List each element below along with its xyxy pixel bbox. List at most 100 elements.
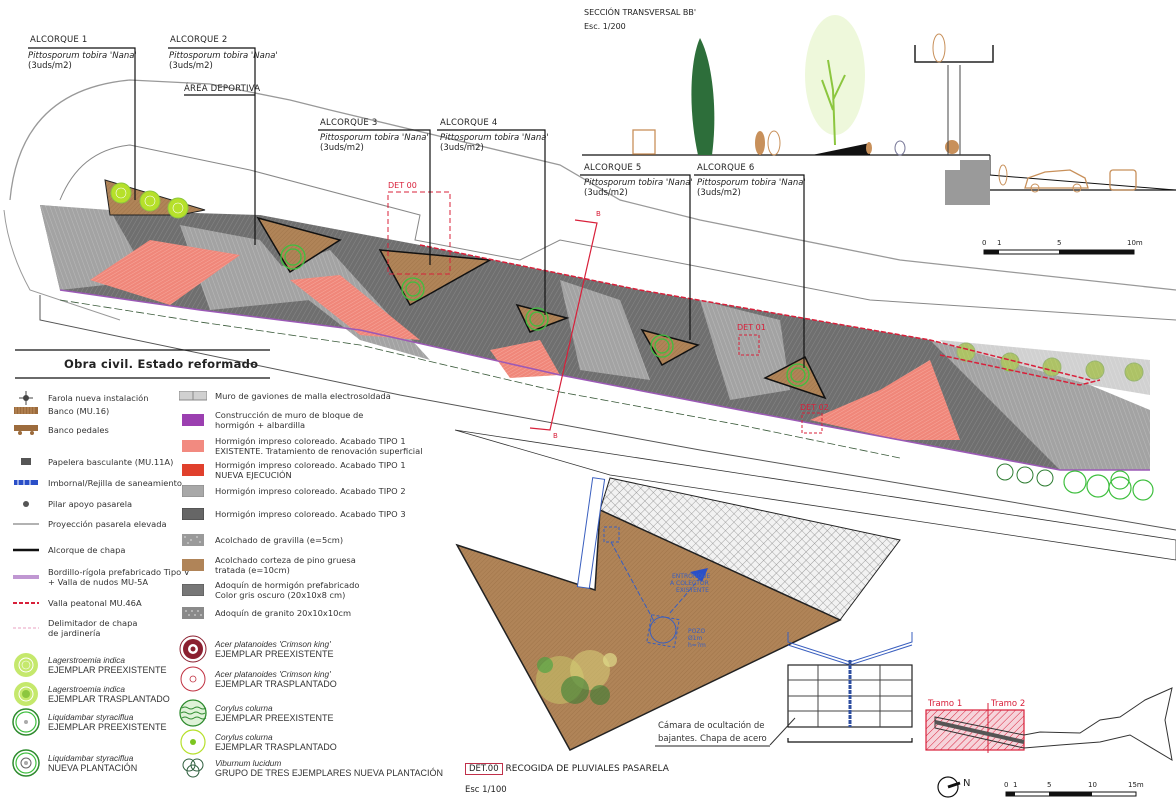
- legend-label: Hormigón impreso coloreado. Acabado TIPO…: [215, 436, 423, 456]
- pedal-bench-icon: [12, 425, 40, 435]
- pedestrian-fence: [419, 244, 1091, 381]
- trees-liquidambar-lower: [1063, 470, 1154, 501]
- detail-tag: DET.00: [465, 763, 503, 775]
- legend-item-left-7: Alcorque de chapa: [12, 545, 125, 555]
- callout-alcorque-5-title: ALCORQUE 5: [584, 163, 642, 173]
- svg-text:bajantes. Chapa de acero: bajantes. Chapa de acero: [658, 734, 767, 744]
- det-01-box: [738, 334, 760, 356]
- legend-item-left-0: Farola nueva instalación: [12, 390, 149, 406]
- detail-drawing: ENTRONQUE A COLECTOR EXISTENTE POZO Ø1m …: [454, 429, 1176, 751]
- cypress-tree: [691, 38, 715, 155]
- callout-alcorque-1-title: ALCORQUE 1: [30, 35, 88, 45]
- streetlight-icon: [12, 390, 40, 406]
- granite-paver-swatch-icon: [179, 607, 207, 619]
- kerb-line: [59, 289, 1150, 471]
- car-side: [1024, 169, 1089, 189]
- callout-alcorque-4-species: Pittosporum tobira 'Nana': [440, 133, 549, 143]
- legend-label: Pilar apoyo pasarela: [48, 499, 133, 509]
- section-title: SECCIÓN TRANSVERSAL BB': [584, 8, 697, 17]
- callout-alcorque-4-density: (3uds/m2): [440, 143, 484, 153]
- liquidambar-existing-icon: [12, 708, 40, 736]
- trees-liquidambar: [280, 244, 810, 387]
- svg-text:Ø1m: Ø1m: [688, 635, 703, 642]
- svg-text:B: B: [553, 432, 558, 440]
- legend-label: Banco pedales: [48, 425, 109, 435]
- lagerstroemia-transplanted-icon: [12, 681, 40, 707]
- concrete-type3-swatch-icon: [179, 508, 207, 520]
- concrete-type1-existing-swatch-icon: [179, 440, 207, 452]
- legend-item-right-6: Acolchado de gravilla (e=5cm): [179, 534, 343, 546]
- det-00-label: DET 00: [388, 181, 417, 190]
- callout-leaders: [28, 47, 805, 368]
- legend-item-left-2: Banco pedales: [12, 425, 109, 435]
- callout-alcorque-5-density: (3uds/m2): [584, 188, 628, 198]
- svg-text:B: B: [596, 210, 601, 218]
- legend-item-left-9: Valla peatonal MU.46A: [12, 598, 142, 608]
- legend-item-left-1: Banco (MU.16): [12, 406, 109, 416]
- tree-pit-line-icon: [12, 548, 40, 552]
- legend-label: Valla peatonal MU.46A: [48, 598, 142, 608]
- legend-label: Acer platanoides 'Crimson king'EJEMPLAR …: [215, 639, 334, 659]
- callout-area-deportiva: ÁREA DEPORTIVA: [184, 84, 261, 94]
- tramo-2-label: Tramo 2: [991, 699, 1026, 709]
- legend-label: Acolchado de gravilla (e=5cm): [215, 535, 344, 545]
- legend-label: Hormigón impreso coloreado. Acabado TIPO…: [215, 509, 406, 519]
- svg-text:A COLECTOR: A COLECTOR: [670, 580, 709, 587]
- section-scale-tick: 1: [997, 239, 1002, 247]
- legend-item-left-4: Imbornal/Rejilla de saneamiento: [12, 478, 182, 488]
- detail-title: RECOGIDA DE PLUVIALES PASARELA: [505, 764, 669, 774]
- svg-text:ENTRONQUE: ENTRONQUE: [672, 573, 710, 580]
- legend-item-right-2: Hormigón impreso coloreado. Acabado TIPO…: [179, 436, 423, 456]
- callout-alcorque-2-species: Pittosporum tobira 'Nana': [169, 51, 278, 61]
- legend-label: Adoquín de granito 20x10x10cm: [215, 608, 352, 618]
- section-scale-tick: 0: [982, 239, 987, 247]
- tramo-1-label: Tramo 1: [928, 699, 963, 709]
- key-plan: [925, 687, 1173, 761]
- section-scale-tick: 5: [1057, 239, 1062, 247]
- det-02-label: DET 02: [800, 403, 829, 412]
- key-scale-tick: 15m: [1128, 781, 1144, 789]
- legend-label: Imbornal/Rejilla de saneamiento: [48, 478, 182, 488]
- callout-alcorque-6-title: ALCORQUE 6: [697, 163, 755, 173]
- section-line-b: [529, 219, 598, 431]
- bin-icon: [12, 458, 40, 466]
- key-scale-tick: 5: [1047, 781, 1052, 789]
- legend-label: Hormigón impreso coloreado. Acabado TIPO…: [215, 460, 406, 480]
- legend-label: Hormigón impreso coloreado. Acabado TIPO…: [215, 486, 406, 496]
- cross-section: [582, 15, 1176, 255]
- legend-item-left-8: Bordillo-rígola prefabricado Tipo V+ Val…: [12, 567, 190, 587]
- detail-caption: DET.00 RECOGIDA DE PLUVIALES PASARELA: [465, 763, 669, 775]
- car-rear: [1109, 169, 1137, 191]
- block-wall-swatch-icon: [179, 414, 207, 426]
- concrete-type1-new-swatch-icon: [179, 464, 207, 476]
- concrete-type2-swatch-icon: [179, 485, 207, 497]
- chamber-elevation: [655, 632, 913, 747]
- det-02-box: [801, 412, 823, 434]
- legend-label: Alcorque de chapa: [48, 545, 126, 555]
- legend-item-right-4: Hormigón impreso coloreado. Acabado TIPO…: [179, 485, 406, 497]
- corylus-existing-icon: [179, 699, 207, 727]
- pillar-icon: [12, 500, 40, 508]
- lagerstroemia-existing-icon: [12, 652, 40, 678]
- legend-label: Banco (MU.16): [48, 406, 110, 416]
- section-scale-bar: [983, 249, 1135, 255]
- kerb-line-icon: [12, 574, 40, 580]
- drain-grate-icon: [12, 480, 40, 486]
- legend-label: Papelera basculante (MU.11A): [48, 457, 174, 467]
- legend-title: Obra civil. Estado reformado: [64, 357, 259, 371]
- callout-alcorque-2-density: (3uds/m2): [169, 61, 213, 71]
- callout-alcorque-3-species: Pittosporum tobira 'Nana': [320, 133, 429, 143]
